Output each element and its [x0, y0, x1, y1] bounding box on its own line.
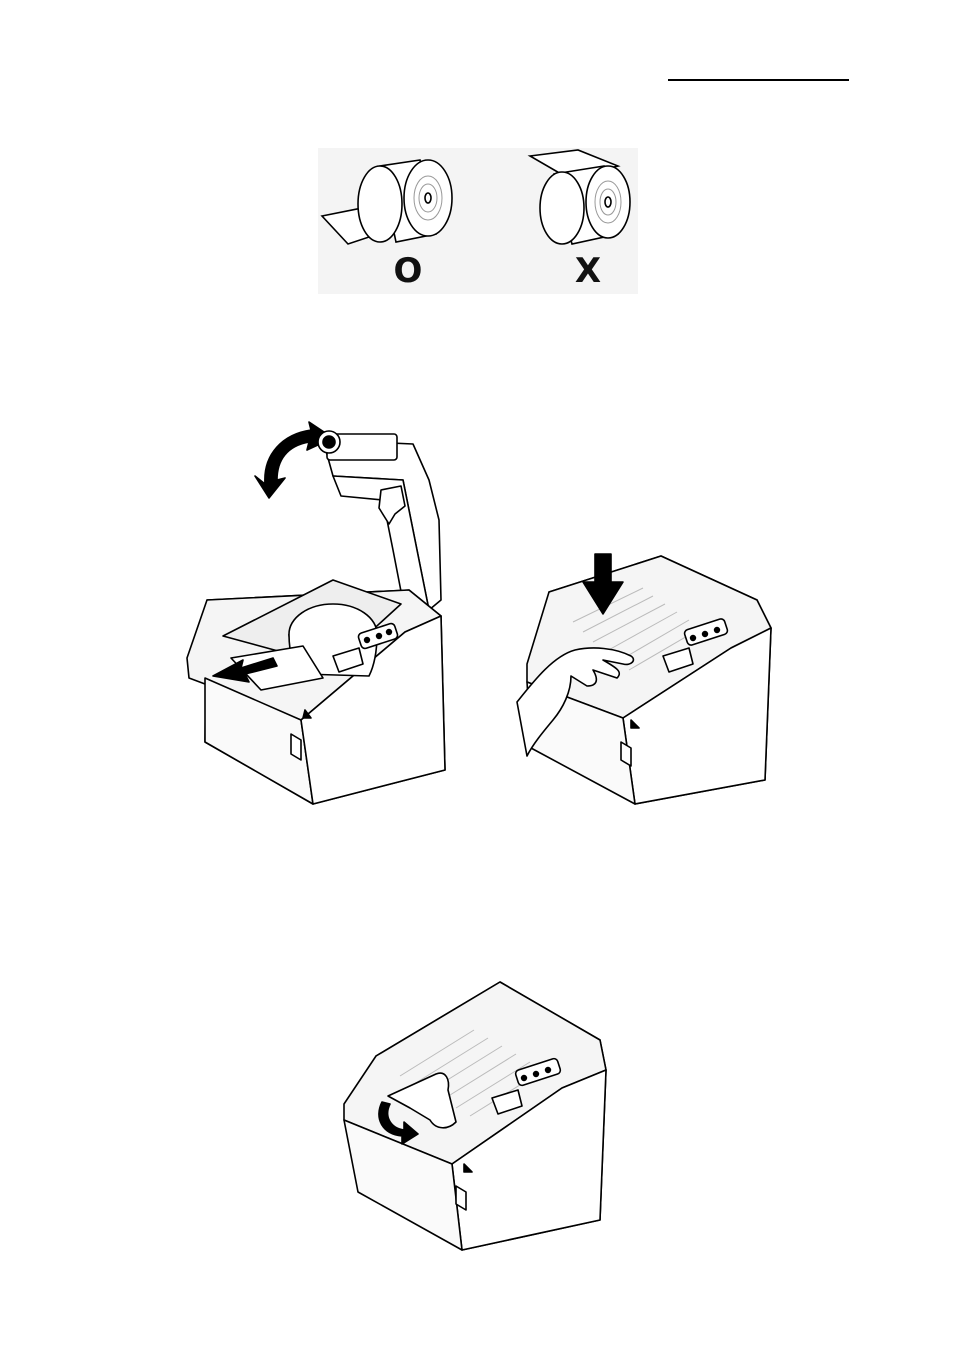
printer-close-cover-figure — [513, 552, 775, 805]
printer-tear-paper-figure — [340, 980, 612, 1252]
paper-roll-diagram — [318, 148, 638, 294]
paper-roll-orientation-figure — [318, 148, 638, 294]
printer-cover-open-figure — [183, 420, 448, 805]
tear-arrow-icon — [378, 1101, 419, 1145]
incorrect-mark: X — [574, 251, 602, 291]
correct-mark: O — [393, 251, 423, 291]
rotate-arrow-icon — [254, 421, 334, 499]
incorrect-roll-icon — [527, 149, 631, 245]
correct-roll-icon — [320, 159, 453, 245]
hand-icon — [516, 647, 635, 757]
header-rule — [668, 79, 849, 81]
paper-pull-arrow-icon — [212, 657, 278, 683]
press-down-arrow-icon — [582, 553, 624, 615]
